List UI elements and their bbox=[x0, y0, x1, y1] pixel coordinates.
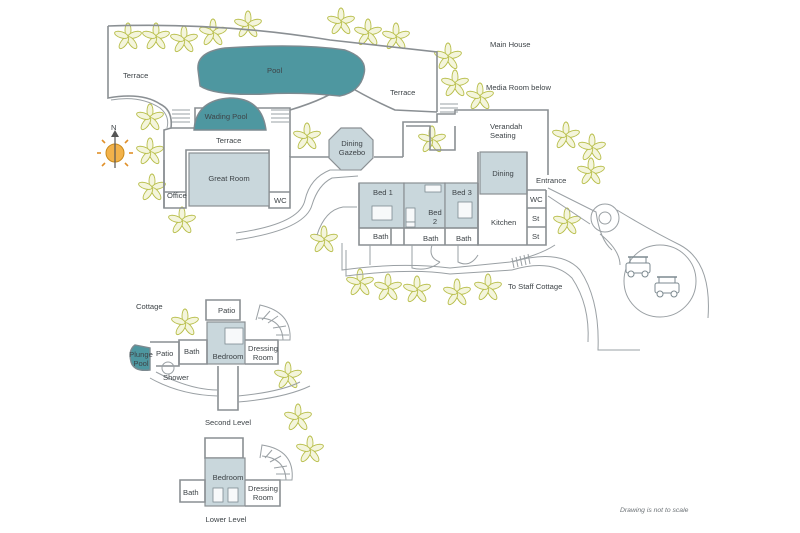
dining-gazebo bbox=[328, 127, 374, 171]
entrance-label: Entrance bbox=[536, 176, 566, 185]
terrace-right-label: Terrace bbox=[390, 88, 415, 97]
office-label: Office bbox=[167, 191, 187, 200]
cottage-bath-label: Bath bbox=[184, 347, 200, 356]
terrace-left-label: Terrace bbox=[123, 71, 148, 80]
verandah-label-1: Verandah bbox=[490, 122, 523, 131]
cottage-bedroom-label: Bedroom bbox=[213, 352, 244, 361]
kitchen-wing bbox=[477, 151, 547, 246]
wading-pool-label: Wading Pool bbox=[205, 112, 248, 121]
plunge-pool-label-1: Plunge bbox=[129, 350, 153, 359]
cottage-second-level bbox=[129, 299, 311, 411]
plunge-pool-label-2: Pool bbox=[133, 359, 149, 368]
wading-pool bbox=[193, 97, 267, 131]
cottage-shower-label: Shower bbox=[163, 373, 189, 382]
bed3-label: Bed 3 bbox=[452, 188, 472, 197]
pool bbox=[197, 45, 366, 97]
bath1-label: Bath bbox=[373, 232, 389, 241]
lower-level-label: Lower Level bbox=[206, 515, 247, 524]
storage-label-2: St bbox=[532, 232, 540, 241]
dining-gazebo-label-2: Gazebo bbox=[339, 148, 366, 157]
kitchen-label: Kitchen bbox=[491, 218, 516, 227]
paths bbox=[235, 169, 709, 351]
to-staff-cottage-label: To Staff Cottage bbox=[508, 282, 562, 291]
great-room bbox=[188, 152, 270, 207]
lower-dressing-label-1: Dressing bbox=[248, 484, 278, 493]
bath2-label: Bath bbox=[423, 234, 439, 243]
wc-right-label: WC bbox=[530, 195, 543, 204]
golf-cart-icon bbox=[625, 256, 651, 278]
main-house-walls bbox=[107, 24, 549, 209]
lower-bath-label: Bath bbox=[183, 488, 199, 497]
compass-icon bbox=[97, 130, 133, 168]
cottage-dressing-label-2: Room bbox=[253, 353, 273, 362]
scale-note: Drawing is not to scale bbox=[620, 507, 689, 514]
cottage-dressing-label-1: Dressing bbox=[248, 344, 278, 353]
bed2-label-1: Bed bbox=[428, 208, 442, 217]
lower-dressing-label-2: Room bbox=[253, 493, 273, 502]
cottage-lower-level bbox=[179, 437, 293, 507]
second-level-label: Second Level bbox=[205, 418, 251, 427]
bedroom-wing bbox=[358, 182, 479, 246]
dining-gazebo-label-1: Dining bbox=[341, 139, 363, 148]
dining-label: Dining bbox=[492, 169, 514, 178]
main-house-label: Main House bbox=[490, 40, 531, 49]
verandah-label-2: Seating bbox=[490, 131, 516, 140]
lower-bedroom-label: Bedroom bbox=[213, 473, 244, 482]
cottage-patio-left-label: Patio bbox=[156, 349, 173, 358]
bed2-label-2: 2 bbox=[433, 217, 437, 226]
cottage-patio-top-label: Patio bbox=[218, 306, 235, 315]
golf-cart-icon bbox=[654, 276, 680, 298]
terrace-middle-label: Terrace bbox=[216, 136, 241, 145]
bath3-label: Bath bbox=[456, 234, 472, 243]
media-room-label: Media Room below bbox=[486, 83, 552, 92]
bed1-label: Bed 1 bbox=[373, 188, 393, 197]
pool-label: Pool bbox=[267, 66, 283, 75]
storage-label-1: St bbox=[532, 214, 540, 223]
wc-left-label: WC bbox=[274, 196, 287, 205]
compass-north-label: N bbox=[111, 123, 116, 132]
cottage-label: Cottage bbox=[136, 302, 163, 311]
great-room-label: Great Room bbox=[208, 174, 249, 183]
labels: Main House Media Room below Terrace Terr… bbox=[111, 40, 689, 524]
